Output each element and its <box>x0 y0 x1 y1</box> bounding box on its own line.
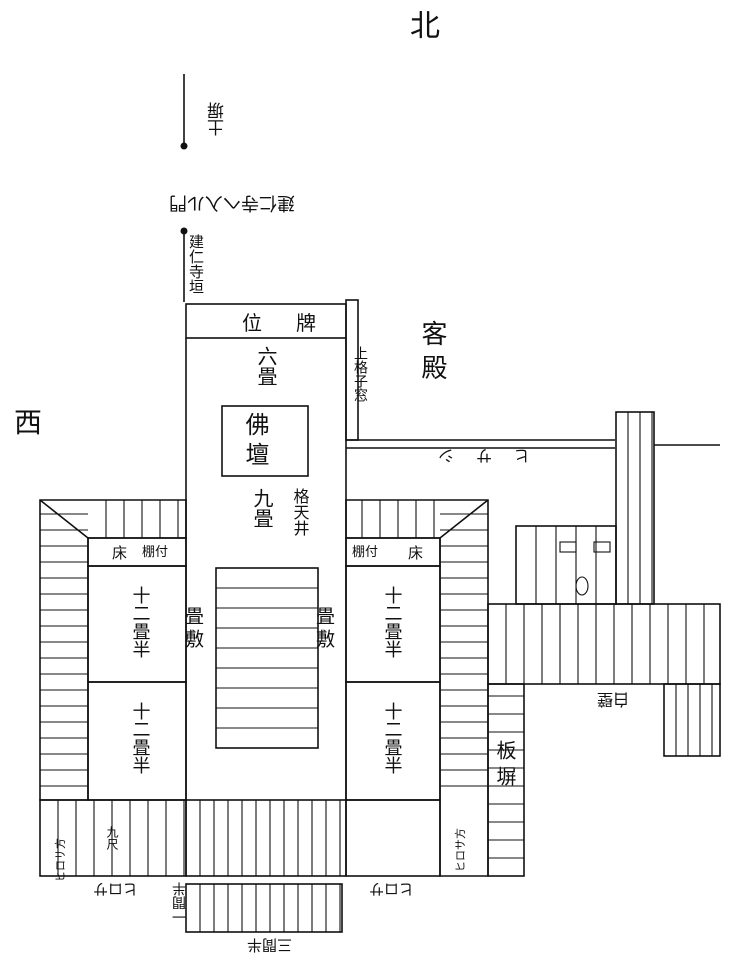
annex-windows <box>559 541 611 596</box>
east-connector <box>487 411 721 877</box>
twelve-half-ne-label: 十二畳半 <box>382 586 403 658</box>
eaves-label: ヒサシ <box>416 446 530 465</box>
three-ken-half-label: 三間半 <box>247 936 292 954</box>
tatami-west-label: 畳敷 <box>182 606 204 652</box>
west-label: 西 <box>14 406 42 439</box>
nine-mats-label: 九畳 <box>250 488 274 528</box>
corner-left-label: ヒロサ方 <box>53 838 67 882</box>
shelf-east-label: 棚付 <box>352 545 378 560</box>
nine-shaku-label: 九尺 <box>105 826 119 851</box>
twelve-half-nw-label: 十二畳半 <box>130 586 151 658</box>
gate-label: 建仁寺へ入ル門 <box>169 192 295 213</box>
south-steps <box>185 883 343 933</box>
twelve-half-se-label: 十二畳半 <box>382 702 403 774</box>
board-fence-label: 板塀 <box>493 740 517 792</box>
west-ladder-slats <box>40 500 185 876</box>
eaves-corridor <box>346 439 720 449</box>
shelf-west-label: 棚付 <box>142 545 168 560</box>
tatami-block <box>215 567 319 749</box>
buddhist-altar-label: 佛壇 <box>241 412 269 472</box>
mortuary-tablet-label: 位牌 <box>242 311 350 335</box>
kenninji-wall-label: 建仁寺垣 <box>187 234 205 294</box>
north-wall-line <box>180 74 188 302</box>
dimension-left-label: ヒロサ <box>93 880 138 898</box>
west-wing <box>39 499 187 877</box>
south-veranda-slats <box>199 800 341 876</box>
south-veranda <box>185 799 347 877</box>
dimension-right-label: ヒロサ <box>369 880 414 898</box>
corner-right-label: ヒロサ方 <box>453 828 467 872</box>
tatami-divisions <box>216 587 318 729</box>
upper-lattice-window-label: 上格子窓 <box>352 346 368 402</box>
six-mats-label: 六畳 <box>254 346 278 386</box>
east-wing <box>345 499 489 877</box>
east-ladder-slats <box>361 500 488 787</box>
tatami-east-label: 畳敷 <box>313 606 335 652</box>
twelve-half-sw-label: 十二畳半 <box>130 702 151 774</box>
white-wall-label: 白壁 <box>597 690 629 709</box>
guest-hall-label: 客殿 <box>417 320 447 388</box>
south-steps-slats <box>199 884 341 932</box>
north-label: 北 <box>410 9 440 44</box>
one-ken-half-label: 一間半 <box>172 882 188 924</box>
alcove-east-label: 床 <box>408 544 423 562</box>
coffered-ceiling-label: 格天井 <box>291 488 310 536</box>
earthen-wall-label: 土塀 <box>208 102 229 136</box>
buddhist-altar <box>221 405 309 477</box>
east-connector-slats <box>488 412 713 859</box>
alcove-west-label: 床 <box>112 544 127 562</box>
